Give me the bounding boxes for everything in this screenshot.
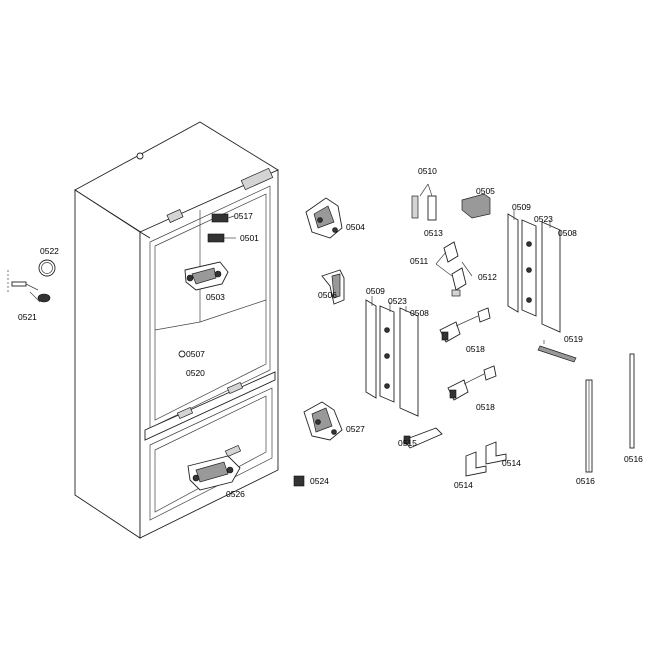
label-0518-upper: 0518 — [466, 344, 485, 354]
label-0512: 0512 — [478, 272, 497, 282]
part-0504-hinge — [305, 197, 343, 239]
part-0518-clip-upper — [439, 307, 491, 343]
label-0522: 0522 — [40, 246, 59, 256]
part-0523-strip-right — [521, 219, 537, 317]
label-0511: 0511 — [410, 256, 429, 266]
part-0517-clip — [211, 213, 235, 223]
labels: 0517 0501 0503 0507 0520 0526 0522 0521 … — [18, 166, 643, 499]
label-0513: 0513 — [424, 228, 443, 238]
label-0523-left: 0523 — [388, 296, 407, 306]
part-0505-clip — [461, 193, 491, 219]
part-0518-clip-lower — [447, 365, 497, 401]
label-0516-right: 0516 — [624, 454, 643, 464]
label-0517: 0517 — [234, 211, 253, 221]
label-0508-left: 0508 — [410, 308, 429, 318]
part-0507-screw — [178, 350, 186, 358]
label-0504: 0504 — [346, 222, 365, 232]
label-0527: 0527 — [346, 424, 365, 434]
part-0524-cap — [293, 475, 305, 487]
label-0508-right: 0508 — [558, 228, 577, 238]
label-0510: 0510 — [418, 166, 437, 176]
label-0521: 0521 — [18, 312, 37, 322]
part-0509-strip-left — [365, 296, 377, 399]
part-0514-brackets — [465, 441, 507, 477]
part-0503-upper-hinge — [184, 261, 229, 291]
part-0513-bracket-pair — [411, 183, 437, 221]
label-0505: 0505 — [476, 186, 495, 196]
part-0506-bracket — [321, 269, 345, 305]
label-0506: 0506 — [318, 290, 337, 300]
label-0509-left: 0509 — [366, 286, 385, 296]
part-0522-ring — [38, 259, 56, 277]
label-0509-right: 0509 — [512, 202, 531, 212]
part-0527-hinge — [303, 401, 343, 441]
label-0519: 0519 — [564, 334, 583, 344]
label-0507: 0507 — [186, 349, 205, 359]
part-0516-rod-right — [629, 353, 635, 449]
label-0516-left: 0516 — [576, 476, 595, 486]
label-0503: 0503 — [206, 292, 225, 302]
label-0518-lower: 0518 — [476, 402, 495, 412]
part-0516-rod-left — [585, 379, 593, 473]
part-0523-strip-left — [379, 302, 395, 403]
label-0520: 0520 — [186, 368, 205, 378]
refrigerator-cabinet — [74, 121, 279, 539]
label-0514-left: 0514 — [454, 480, 473, 490]
label-0515: 0515 — [398, 438, 417, 448]
label-0526: 0526 — [226, 489, 245, 499]
part-0512-bracket-group — [435, 241, 473, 297]
label-0501: 0501 — [240, 233, 259, 243]
part-0521-screw-assembly — [7, 270, 51, 303]
part-0515-handle — [403, 427, 443, 449]
part-0519-rail — [537, 340, 577, 363]
part-0508-strip-right — [541, 220, 561, 333]
label-0524: 0524 — [310, 476, 329, 486]
part-0501-clip — [207, 233, 236, 243]
part-0526-lower-hinge — [187, 455, 241, 491]
part-0508-strip-left — [399, 306, 419, 417]
label-0514-right: 0514 — [502, 458, 521, 468]
label-0523-right: 0523 — [534, 214, 553, 224]
part-0509-strip-right — [507, 210, 519, 313]
